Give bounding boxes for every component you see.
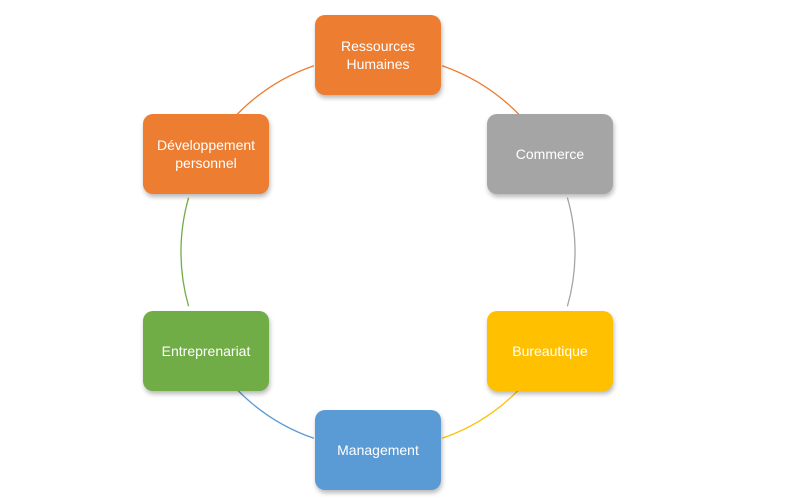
connector-rh-commerce [441, 65, 521, 116]
node-entrepreneuriat: Entreprenariat [143, 311, 269, 391]
node-label: Commerce [515, 146, 585, 162]
node-label: Bureautique [512, 343, 588, 359]
connector-entrepreneuriat-dev [180, 197, 190, 307]
connector-dev-rh [235, 65, 315, 116]
node-ressources-humaines: Ressources Humaines [315, 15, 441, 95]
node-label: Entreprenariat [161, 343, 251, 359]
connector-commerce-bureautique [566, 197, 576, 307]
node-label: Ressources Humaines [341, 38, 415, 72]
node-bureautique: Bureautique [487, 311, 613, 391]
connector-management-entrepreneuriat [235, 388, 315, 439]
node-commerce: Commerce [487, 114, 613, 194]
node-developpement-personnel: Développement personnel [143, 114, 269, 194]
node-label: Management [337, 442, 419, 458]
connector-bureautique-management [441, 388, 521, 439]
node-label: Développement personnel [156, 137, 256, 171]
node-management: Management [315, 410, 441, 490]
